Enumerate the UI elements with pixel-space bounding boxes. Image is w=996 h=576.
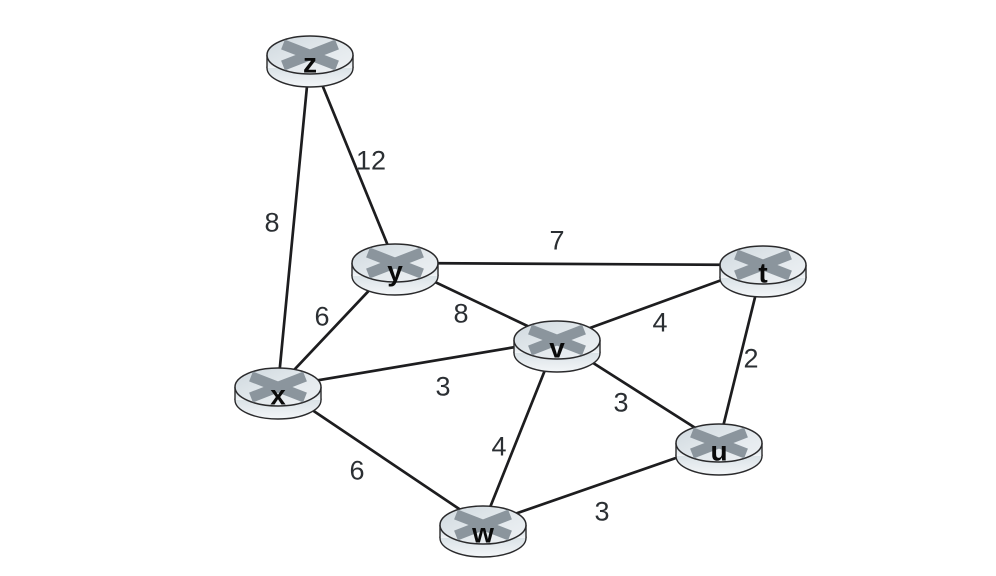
router-node-x: x: [234, 367, 322, 420]
router-node-u: u: [675, 423, 763, 476]
router-cross-icon: [690, 427, 748, 459]
edge-weight-y-t: 7: [549, 226, 564, 256]
edge-weight-v-t: 4: [652, 308, 667, 338]
router-cross-icon: [454, 509, 512, 541]
edge-y-t: [393, 261, 765, 267]
edge-weight-x-v: 3: [435, 372, 450, 402]
router-node-w: w: [439, 505, 527, 558]
nodes-layer: z y t x v u w: [234, 35, 807, 558]
node-label-z: z: [303, 48, 317, 79]
router-cross-icon: [528, 324, 586, 356]
edge-z-y: [308, 53, 397, 265]
router-node-z: z: [266, 35, 354, 88]
router-node-y: y: [351, 243, 439, 296]
edge-weight-v-w: 4: [491, 432, 506, 462]
node-label-u: u: [710, 436, 727, 467]
node-label-v: v: [549, 333, 565, 364]
node-label-w: w: [471, 518, 494, 549]
edge-weight-y-v: 8: [453, 299, 468, 329]
router-node-v: v: [513, 320, 601, 373]
router-cross-icon: [734, 249, 792, 281]
router-cross-icon: [249, 371, 307, 403]
edge-weight-x-w: 6: [349, 456, 364, 486]
edge-weight-v-u: 3: [613, 388, 628, 418]
edge-weight-z-y: 12: [356, 146, 386, 176]
router-node-t: t: [719, 245, 807, 298]
node-label-x: x: [270, 380, 286, 411]
node-label-t: t: [758, 258, 767, 289]
node-label-y: y: [387, 256, 403, 287]
edge-weight-t-u: 2: [743, 344, 758, 374]
router-cross-icon: [281, 39, 339, 71]
edge-weight-z-x: 8: [264, 208, 279, 238]
router-cross-icon: [366, 247, 424, 279]
edge-weight-y-x: 6: [314, 302, 329, 332]
edge-weight-w-u: 3: [594, 497, 609, 527]
edge-z-x: [276, 53, 312, 389]
edge-x-v: [276, 338, 559, 389]
edge-weights-layer: 8 12 7 6 8 4 2 3 3 6 4 3: [264, 146, 758, 527]
